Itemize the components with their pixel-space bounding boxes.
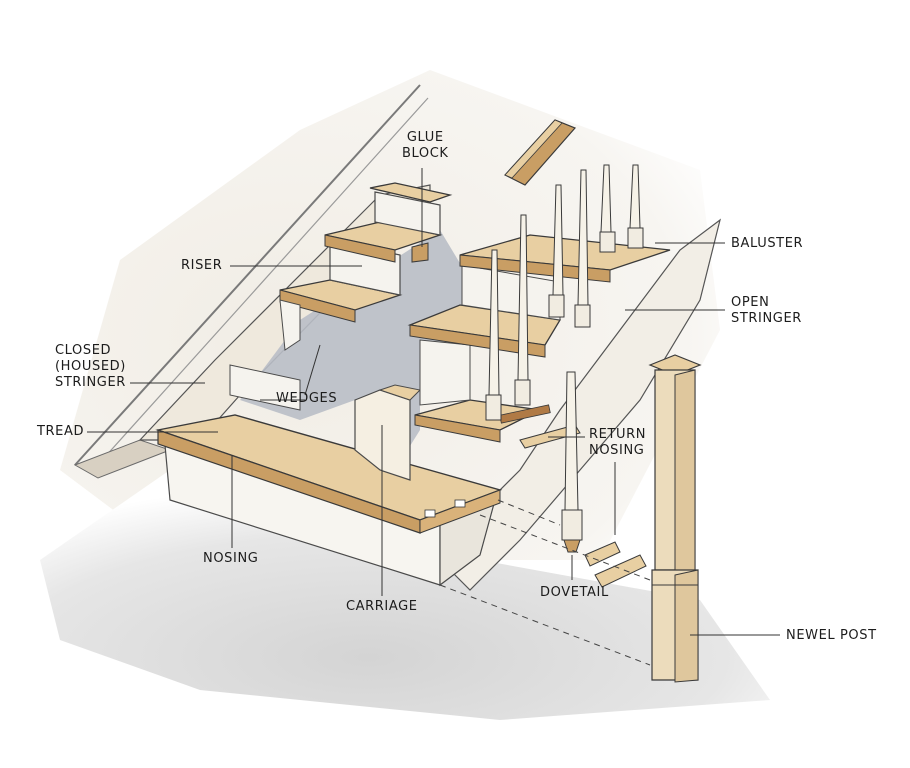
riser-right-1 — [419, 339, 471, 406]
label-closed-housed-stringer: CLOSED (HOUSED) STRINGER — [55, 343, 126, 390]
label-nosing: NOSING — [203, 551, 259, 566]
glue-block-shape — [411, 242, 429, 263]
floor — [40, 470, 770, 720]
handrail-piece-top — [504, 119, 563, 179]
baluster-3-block — [548, 294, 565, 318]
label-tread: TREAD — [37, 424, 85, 439]
baluster-1-block — [485, 394, 502, 421]
open-stringer-shape — [439, 218, 721, 591]
baluster-2-block — [514, 379, 531, 406]
loose-nosing-2 — [594, 554, 647, 588]
newel-base-side — [674, 569, 699, 683]
tread-right-1-edge — [414, 414, 501, 443]
tread-left-3-edge — [279, 289, 356, 323]
label-newel-post: NEWEL POST — [786, 628, 877, 643]
under-stair-shadow — [240, 230, 470, 470]
leader-wedges-2 — [304, 344, 321, 396]
tread-left-4-edge — [324, 234, 396, 263]
wall-rail-line-2 — [94, 97, 429, 469]
label-return-nosing: RETURN NOSING — [589, 427, 647, 458]
top-riser — [374, 191, 441, 236]
leader-lines — [87, 168, 780, 636]
top-tread — [369, 182, 453, 203]
label-baluster: BALUSTER — [731, 236, 804, 251]
baluster-6-block — [627, 227, 644, 249]
label-carriage: CARRIAGE — [346, 599, 418, 614]
tread-right-2-edge — [409, 324, 546, 358]
riser-right-2 — [461, 264, 561, 321]
dovetail-notch — [424, 509, 436, 518]
label-wedges: WEDGES — [276, 391, 338, 406]
label-open-stringer: OPEN STRINGER — [731, 295, 802, 326]
alignment-dashes — [439, 499, 651, 666]
label-riser: RISER — [181, 258, 223, 273]
wall-rail-line — [74, 84, 421, 466]
balusters — [485, 164, 644, 421]
dovetail-notch-2 — [454, 499, 466, 508]
bottom-tread-end — [419, 489, 501, 534]
step2-riser — [229, 364, 301, 411]
baluster-5-block — [599, 231, 616, 253]
newel-shaft-side — [674, 369, 696, 576]
label-dovetail: DOVETAIL — [540, 585, 609, 600]
baluster-4-block — [574, 304, 591, 328]
label-glue-block: GLUE BLOCK — [402, 130, 449, 161]
loose-baluster-block — [561, 509, 583, 541]
loose-nosing-1 — [584, 541, 621, 567]
tread-left-3-front — [279, 299, 301, 351]
